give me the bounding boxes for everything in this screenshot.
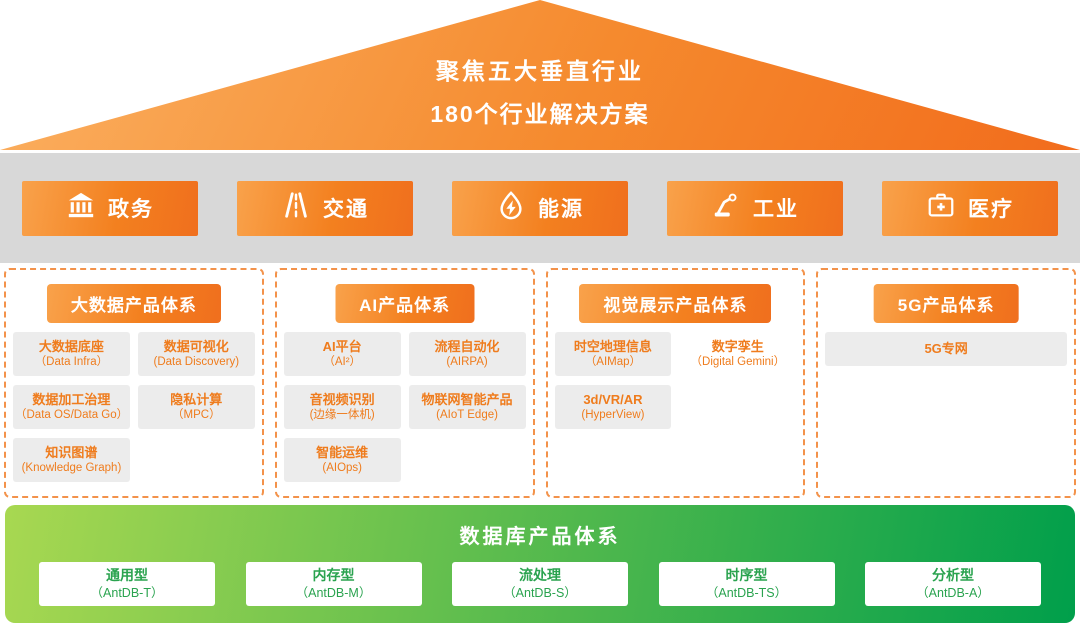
product-columns: 大数据产品体系 大数据底座 （Data Infra） 数据可视化 (Data D…: [4, 268, 1076, 498]
road-icon: [281, 190, 311, 226]
panel-bigdata-items: 大数据底座 （Data Infra） 数据可视化 (Data Discovery…: [13, 332, 255, 482]
product-item-sub: （AI²）: [323, 356, 362, 369]
product-item-sub: （Data OS/Data Go）: [15, 409, 129, 422]
panel-ai-title: AI产品体系: [335, 284, 475, 323]
industry-label: 工业: [753, 198, 799, 221]
robot-arm-icon: [711, 190, 741, 226]
roof-headline-2: 180个行业解决方案: [430, 101, 650, 127]
product-item: 时空地理信息 （AIMap）: [554, 332, 672, 376]
product-item-sub: (Data Discovery): [153, 356, 240, 369]
product-item-sub: （AIMap）: [584, 356, 642, 369]
database-item-name: 分析型: [932, 567, 974, 584]
panel-5g-items: 5G专网: [825, 332, 1067, 366]
industry-label: 能源: [538, 198, 584, 221]
energy-drop-icon: [496, 190, 526, 226]
database-item-name: 通用型: [106, 567, 148, 584]
database-item: 分析型 （AntDB-A）: [865, 562, 1041, 606]
product-item: 5G专网: [825, 332, 1067, 366]
product-item-name: 智能运维: [316, 444, 369, 460]
industry-government: 政务: [22, 180, 198, 236]
database-panel: 数据库产品体系 通用型 （AntDB-T） 内存型 （AntDB-M） 流处理 …: [5, 505, 1075, 623]
database-item-sub: （AntDB-TS）: [705, 586, 788, 601]
government-building-icon: [66, 190, 96, 226]
database-item: 内存型 （AntDB-M）: [245, 562, 422, 606]
database-item-name: 流处理: [519, 567, 561, 584]
product-item: 音视频识别 (边缘一体机): [283, 385, 401, 429]
database-item-name: 内存型: [312, 567, 355, 584]
product-item-sub: (HyperView): [581, 409, 645, 422]
database-item-sub: （AntDB-M）: [295, 586, 372, 601]
product-item-sub: (AIRPA): [446, 356, 488, 369]
panel-ai-items: AI平台 （AI²） 流程自动化 (AIRPA) 音视频识别 (边缘一体机) 物…: [283, 332, 526, 482]
industry-label: 交通: [323, 198, 369, 221]
product-item-sub: (Knowledge Graph): [21, 462, 122, 475]
product-item: 物联网智能产品 (AIoT Edge): [408, 385, 526, 429]
panel-visual-items: 时空地理信息 （AIMap） 数字孪生 （Digital Gemini） 3d/…: [554, 332, 797, 429]
panel-bigdata-title: 大数据产品体系: [46, 284, 221, 323]
product-item: 大数据底座 （Data Infra）: [13, 332, 130, 376]
medical-kit-icon: [926, 190, 956, 226]
product-item-sub: (AIoT Edge): [436, 409, 498, 422]
panel-bigdata: 大数据产品体系 大数据底座 （Data Infra） 数据可视化 (Data D…: [4, 268, 264, 498]
panel-visual: 视觉展示产品体系 时空地理信息 （AIMap） 数字孪生 （Digital Ge…: [545, 268, 806, 498]
product-item-name: 3d/VR/AR: [583, 391, 643, 407]
industry-industrial: 工业: [667, 180, 843, 236]
industry-label: 政务: [108, 198, 154, 221]
panel-ai: AI产品体系 AI平台 （AI²） 流程自动化 (AIRPA) 音视频识别 (边…: [274, 268, 535, 498]
product-item-sub: (AIOps): [322, 462, 362, 475]
product-item-name: 音视频识别: [309, 391, 375, 407]
product-item-sub: （Digital Gemini）: [690, 356, 786, 369]
industry-label: 医疗: [968, 198, 1014, 221]
product-item-name: 数据可视化: [163, 338, 229, 354]
product-item-name: 5G专网: [924, 341, 968, 357]
product-item-name: 数字孪生: [711, 338, 764, 354]
product-item-name: 知识图谱: [45, 444, 98, 460]
product-item: 知识图谱 (Knowledge Graph): [13, 438, 130, 482]
industry-energy: 能源: [452, 180, 628, 236]
database-item-sub: （AntDB-A）: [916, 586, 990, 601]
product-item-name: 隐私计算: [170, 391, 223, 407]
roof-headline-1: 聚焦五大垂直行业: [436, 58, 644, 84]
database-item: 流处理 （AntDB-S）: [452, 562, 628, 606]
database-panel-title: 数据库产品体系: [459, 526, 621, 548]
product-item: 数据可视化 (Data Discovery): [137, 332, 255, 376]
product-item-name: 物联网智能产品: [421, 391, 513, 407]
panel-5g-title: 5G产品体系: [873, 284, 1019, 323]
product-item: AI平台 （AI²）: [283, 332, 401, 376]
product-item-sub: （MPC）: [172, 409, 221, 422]
product-item-name: AI平台: [322, 338, 362, 354]
product-item: 流程自动化 (AIRPA): [408, 332, 526, 376]
panel-5g: 5G产品体系 5G专网: [816, 268, 1076, 498]
database-item-sub: （AntDB-T）: [90, 586, 164, 601]
database-item-name: 时序型: [725, 567, 768, 584]
product-item-name: 数据加工治理: [32, 391, 111, 407]
industry-medical: 医疗: [882, 180, 1058, 236]
industry-transport: 交通: [237, 180, 413, 236]
database-item: 时序型 （AntDB-TS）: [658, 562, 835, 606]
database-item-sub: （AntDB-S）: [503, 586, 577, 601]
product-item: 数字孪生 （Digital Gemini）: [679, 332, 796, 376]
product-item-sub: (边缘一体机): [309, 409, 375, 422]
panel-visual-title: 视觉展示产品体系: [579, 284, 772, 323]
product-item: 3d/VR/AR (HyperView): [554, 385, 672, 429]
product-item: 数据加工治理 （Data OS/Data Go）: [13, 385, 130, 429]
database-item: 通用型 （AntDB-T）: [39, 562, 215, 606]
product-item-name: 大数据底座: [38, 338, 104, 354]
product-item: 隐私计算 （MPC）: [137, 385, 255, 429]
database-items: 通用型 （AntDB-T） 内存型 （AntDB-M） 流处理 （AntDB-S…: [5, 549, 1075, 606]
product-item-name: 时空地理信息: [573, 338, 652, 354]
product-item-sub: （Data Infra）: [34, 356, 109, 369]
product-item: 智能运维 (AIOps): [283, 438, 401, 482]
industry-bar: 政务 交通 能源: [0, 153, 1080, 263]
product-item-name: 流程自动化: [434, 338, 500, 354]
